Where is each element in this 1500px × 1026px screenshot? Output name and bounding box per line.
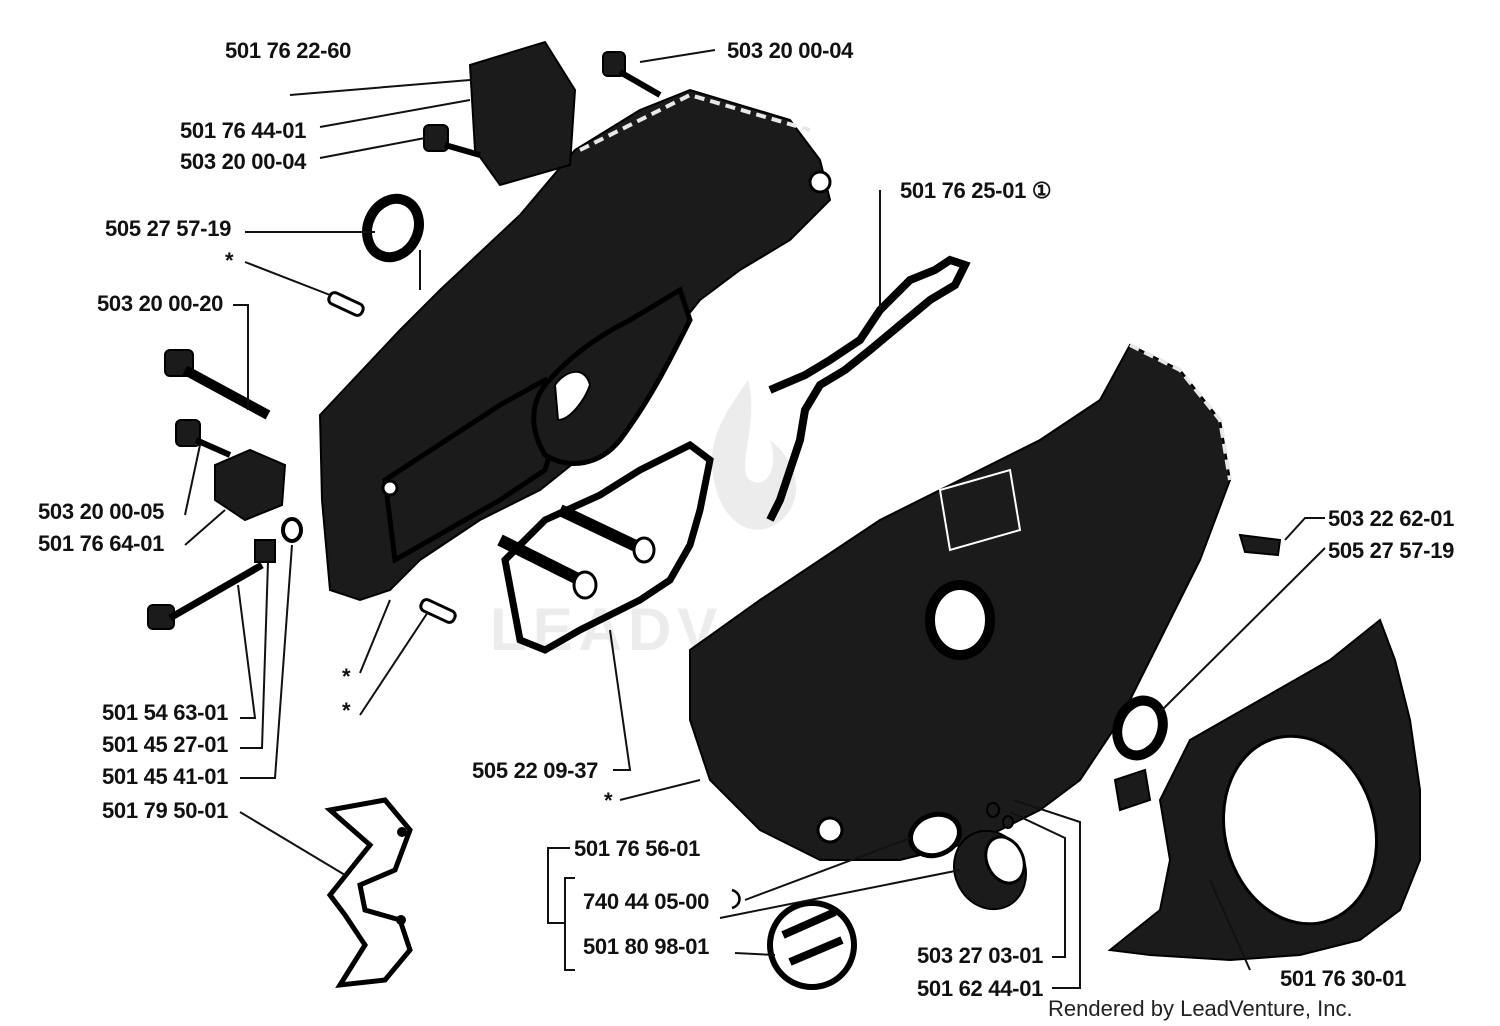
leader-lines <box>184 49 1326 989</box>
bracket-mark <box>731 888 741 910</box>
label-star: * <box>604 788 613 813</box>
cap-icon <box>767 900 857 990</box>
pin-icon <box>419 598 457 624</box>
pin-icon <box>327 291 365 317</box>
label-501763001: 501 76 30-01 <box>1280 966 1406 991</box>
label-star: * <box>342 664 351 689</box>
bracket-icon <box>324 797 413 989</box>
screw-icon <box>175 419 232 458</box>
label-501762501: 501 76 25-01 ① <box>900 178 1051 203</box>
part-cover-block <box>468 40 577 187</box>
label-503226201: 503 22 62-01 <box>1328 506 1454 531</box>
clip-icon <box>1238 533 1282 557</box>
seal-ring-icon <box>1112 695 1168 761</box>
label-501765601: 501 76 56-01 <box>574 836 700 861</box>
screw-icon <box>602 51 662 98</box>
clutch-housing <box>1107 618 1421 962</box>
bolt-icon <box>147 517 303 630</box>
clamp-icon <box>214 448 287 522</box>
seal-ring-icon <box>362 193 424 263</box>
label-501454101: 501 45 41-01 <box>102 764 228 789</box>
label-501624401: 501 62 44-01 <box>917 976 1043 1001</box>
label-star: * <box>342 698 351 723</box>
label-501809801: 501 80 98-01 <box>583 934 709 959</box>
screw-icon <box>423 124 481 158</box>
credit-text: Rendered by LeadVenture, Inc. <box>1048 996 1353 1021</box>
label-503270301: 503 27 03-01 <box>917 943 1043 968</box>
bolt-icon <box>164 349 271 420</box>
gasket-icon <box>497 440 714 654</box>
label-505275719-left: 505 27 57-19 <box>105 216 231 241</box>
watermark: LEADV <box>490 380 797 663</box>
crankcase-half-right <box>689 343 1232 861</box>
label-503200004: 503 20 00-04 <box>180 149 307 174</box>
gasket-icon <box>766 255 971 522</box>
label-503200004-top: 503 20 00-04 <box>727 38 854 63</box>
watermark-text: LEADV <box>490 596 723 663</box>
label-505220937: 505 22 09-37 <box>472 758 598 783</box>
label-501546301: 501 54 63-01 <box>102 700 228 725</box>
label-503200020: 503 20 00-20 <box>97 291 223 316</box>
label-503200005: 503 20 00-05 <box>38 499 164 524</box>
o-ring-icon <box>908 811 962 859</box>
label-501795001: 501 79 50-01 <box>102 798 228 823</box>
label-501764401: 501 76 44-01 <box>180 118 306 143</box>
label-501762260: 501 76 22-60 <box>225 38 351 63</box>
part-labels: 501 76 22-60 503 20 00-04 501 76 44-01 5… <box>38 38 1454 1001</box>
washer-icon <box>986 802 1014 829</box>
label-501452701: 501 45 27-01 <box>102 732 228 757</box>
oil-cap-icon <box>953 829 1027 911</box>
label-501766401: 501 76 64-01 <box>38 531 164 556</box>
label-505275719-right: 505 27 57-19 <box>1328 538 1454 563</box>
label-star: * <box>225 248 234 273</box>
label-740440500: 740 44 05-00 <box>583 889 709 914</box>
